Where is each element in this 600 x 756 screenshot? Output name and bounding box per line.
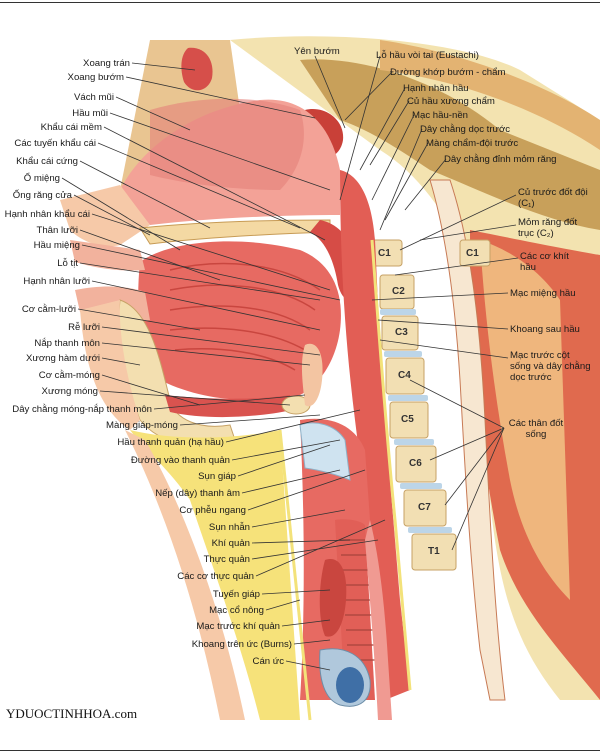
label-nep-thanh-am: Nếp (dây) thanh âm <box>155 488 240 499</box>
label-hanh-nhan-khau-cai: Hạnh nhân khẩu cái <box>4 209 90 220</box>
label-ong-rang-cua: Ống răng cửa <box>12 190 72 201</box>
bottom-border <box>0 750 600 751</box>
label-mang-giap-mong: Màng giáp-móng <box>106 420 178 431</box>
vertebra-label-c7: C7 <box>418 502 431 513</box>
label-khau-cai-cung: Khẩu cái cứng <box>16 156 78 167</box>
label-khoang-tren-uc: Khoang trên ức (Burns) <box>191 639 292 650</box>
label-day-chang-mong-nap: Dây chằng móng-nắp thanh môn <box>12 404 152 415</box>
label-hanh-nhan-luoi: Hạnh nhân lưỡi <box>23 276 90 287</box>
scalp-outer <box>380 40 600 150</box>
label-thuc-quan: Thực quản <box>203 554 250 565</box>
top-border <box>0 2 600 3</box>
label-co-pheu-ngang: Cơ phễu ngang <box>179 505 246 516</box>
label-hau-mieng: Hầu miệng <box>33 240 80 251</box>
label-can-uc: Cán ức <box>252 656 284 667</box>
label-re-luoi: Rễ lưỡi <box>68 322 100 333</box>
vertebra-label-c5: C5 <box>401 414 414 425</box>
label-vach-mui: Vách mũi <box>74 92 114 103</box>
label-o-mieng: Ổ miệng <box>23 173 60 184</box>
label-co-cam-luoi: Cơ cằm-lưỡi <box>21 304 76 315</box>
label-tuyen-khau-cai: Các tuyến khẩu cái <box>14 138 96 149</box>
neck-skin-front <box>125 430 245 720</box>
vertebra-label-c4: C4 <box>398 370 411 381</box>
label-hau-mui: Hầu mũi <box>72 108 108 119</box>
label-lo-tit: Lỗ tịt <box>57 258 78 269</box>
vertebra-label-c3: C3 <box>395 327 408 338</box>
thyroid-gland <box>319 559 347 637</box>
label-mac-co-nong: Mạc cổ nông <box>209 605 264 616</box>
label-sun-giap: Sụn giáp <box>198 471 236 482</box>
label-day-chang-dinh: Dây chằng đỉnh mỏm răng <box>444 154 557 165</box>
label-co-cam-mong: Cơ cằm-móng <box>38 370 100 381</box>
label-xuong-mong: Xương móng <box>41 386 98 397</box>
vertebra-label-c6: C6 <box>409 458 422 469</box>
label-tuyen-giap: Tuyến giáp <box>212 589 260 600</box>
label-yen-buom: Yên bướm <box>294 46 340 57</box>
label-nap-thanh-mon: Nắp thanh môn <box>34 338 100 349</box>
label-cu-truoc: Củ trước đốt đội (C₁) <box>518 187 588 209</box>
label-duong-vao-thanh-quan: Đường vào thanh quản <box>130 455 230 466</box>
label-xoang-tran: Xoang trán <box>83 58 130 69</box>
label-mac-truoc-cot-song: Mạc trước cột sống và dây chằng dọc trướ… <box>510 350 591 383</box>
label-hanh-nhan-hau: Hạnh nhân hầu <box>403 83 469 94</box>
label-cac-than-dot-song: Các thân đốt sống <box>508 418 564 440</box>
pharynx-wall <box>340 170 410 700</box>
label-cu-hau: Củ hầu xương chẩm <box>407 96 495 107</box>
epiglottis <box>301 343 323 407</box>
label-khoang-sau-hau: Khoang sau hầu <box>510 324 580 335</box>
vertebra-label-c1-front: C1 <box>378 248 391 259</box>
footer-watermark: YDUOCTINHHOA.com <box>6 706 138 721</box>
label-mac-truoc-khi-quan: Mạc trước khí quản <box>196 621 280 632</box>
vertebra-label-t1: T1 <box>428 546 440 557</box>
label-lo-hau-voi-tai: Lỗ hầu vòi tai (Eustachi) <box>376 50 479 61</box>
label-khi-quan: Khí quản <box>211 538 250 549</box>
prevertebral-fascia <box>370 239 412 691</box>
label-than-luoi: Thân lưỡi <box>36 225 78 236</box>
hard-palate <box>139 219 331 245</box>
posterior-neck-fat <box>480 240 570 600</box>
label-mac-hau-nen: Mạc hầu-nền <box>412 110 468 121</box>
label-mom-rang: Mỏm răng đốt trục (C₂) <box>518 217 578 239</box>
vertebra-label-c1-back: C1 <box>466 248 479 259</box>
manubrium-core <box>336 667 364 703</box>
nasal-septum <box>150 98 304 190</box>
label-co-khit-hau: Các cơ khít hầu <box>520 251 569 273</box>
label-khau-cai-mem: Khẩu cái mềm <box>40 122 102 133</box>
label-hau-thanh-quan: Hầu thanh quản (hạ hầu) <box>117 437 224 448</box>
label-day-chang-doc: Dây chằng dọc trước <box>420 124 511 135</box>
vertebra-label-c2: C2 <box>392 286 405 297</box>
label-mac-mieng-hau: Mạc miệng hầu <box>510 288 576 299</box>
label-mang-cham: Màng chẩm-đội trước <box>426 138 519 149</box>
label-xoang-buom: Xoang bướm <box>67 72 124 83</box>
label-co-thuc-quan: Các cơ thực quản <box>177 571 254 582</box>
label-sun-nhan: Sụn nhẫn <box>208 522 250 533</box>
label-xuong-ham-duoi: Xương hàm dưới <box>26 353 100 364</box>
label-duong-khop: Đường khớp bướm - chẩm <box>390 67 506 78</box>
